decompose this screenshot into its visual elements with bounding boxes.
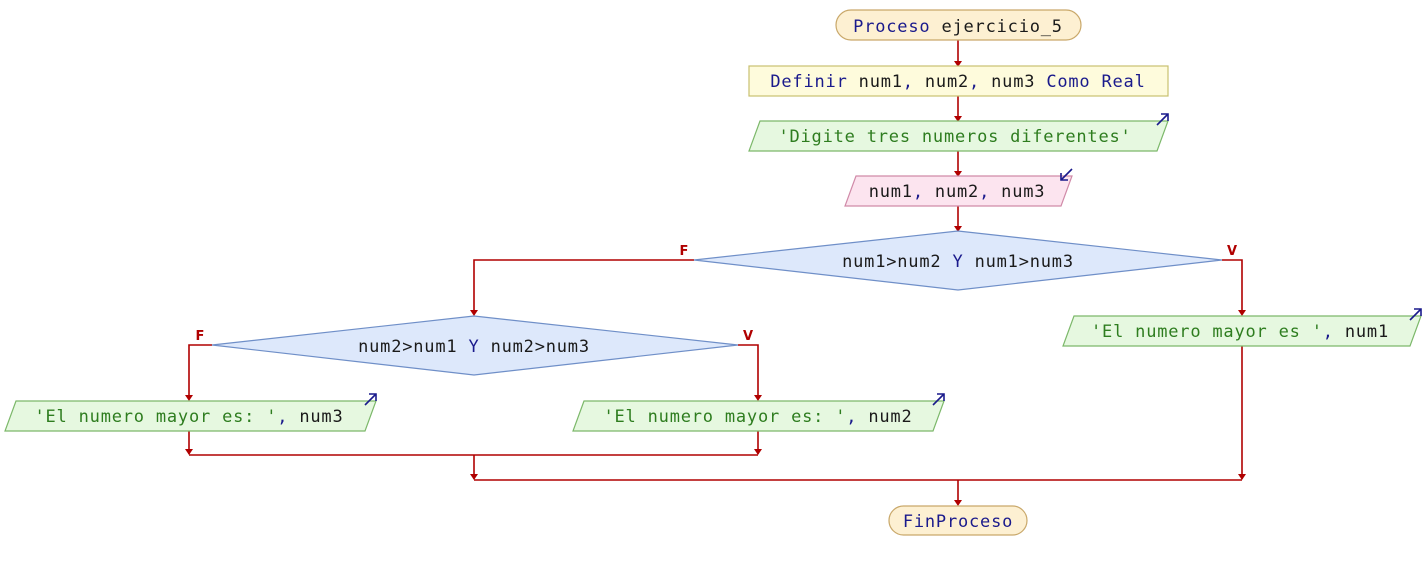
terminal-outline [835,9,1082,41]
arrowhead [954,116,962,122]
arrowhead [754,395,762,401]
prompt-label: 'Digite tres numeros diferentes' [778,127,1131,147]
terminal-outline [888,505,1028,536]
node-output-num1: 'El numero mayor es ', num1 [1062,308,1422,347]
node-decision-1: num1>num2 Y num1>num3 F V [680,230,1237,291]
decision-outline [211,315,739,376]
output-arrow-icon [364,393,377,406]
input-outline [844,175,1073,207]
edge-decision2-false [188,344,212,396]
arrowhead [954,171,962,177]
output-num1-label: 'El numero mayor es ', num1 [1091,322,1389,342]
output-num2-label: 'El numero mayor es: ', num2 [603,407,912,427]
end-label: FinProceso [903,512,1013,532]
output-arrow-icon [932,393,945,406]
node-output-num3: 'El numero mayor es: ', num3 [4,393,377,432]
output-shape [573,401,944,431]
define-label: Definir num1, num2, num3 Como Real [770,72,1145,92]
arrowhead [185,449,193,455]
decision1-condition: num1>num2 Y num1>num3 [842,252,1074,272]
arrowhead [754,449,762,455]
process-outline [748,65,1169,97]
arrowhead [470,310,478,316]
edge-decision1-true [1222,259,1243,311]
output-outline [4,400,377,432]
decision1-false-label: F [680,244,689,259]
arrowhead [954,500,962,506]
decision2-true-label: V [743,329,753,344]
output-num3-label: 'El numero mayor es: ', num3 [34,407,343,427]
arrowhead [185,395,193,401]
edge-decision2-true [738,344,759,396]
read-label: num1, num2, num3 [869,182,1046,202]
output-outline [1062,315,1422,347]
decision2-false-label: F [196,329,205,344]
arrowhead [954,226,962,232]
output-arrow-icon [1156,113,1169,126]
output-shape [749,121,1168,151]
arrowhead [470,474,478,480]
start-label: Proceso ejercicio_5 [853,17,1063,37]
node-define: Definir num1, num2, num3 Como Real [748,65,1169,97]
node-output-num2: 'El numero mayor es: ', num2 [572,393,945,432]
edges [185,40,1246,506]
node-decision-2: num2>num1 Y num2>num3 F V [196,315,753,376]
arrowhead [1238,474,1246,480]
arrowhead [1238,310,1246,316]
output-outline [572,400,945,432]
decision1-true-label: V [1227,244,1237,259]
decision-outline [693,230,1223,291]
output-arrow-icon [1409,308,1422,321]
node-end: FinProceso [888,505,1028,536]
node-start: Proceso ejercicio_5 [835,9,1082,41]
node-read-input: num1, num2, num3 [844,168,1073,207]
output-outline [748,120,1169,152]
decision2-condition: num2>num1 Y num2>num3 [358,337,590,357]
edge-decision1-false [473,259,694,311]
terminal-shape [836,10,1081,40]
output-shape [1063,316,1421,346]
node-prompt-output: 'Digite tres numeros diferentes' [748,113,1169,152]
output-shape [5,401,376,431]
terminal-shape [889,506,1027,535]
arrowhead [954,61,962,67]
process-shape [749,66,1168,96]
input-shape [845,176,1072,206]
input-arrow-icon [1060,168,1073,181]
